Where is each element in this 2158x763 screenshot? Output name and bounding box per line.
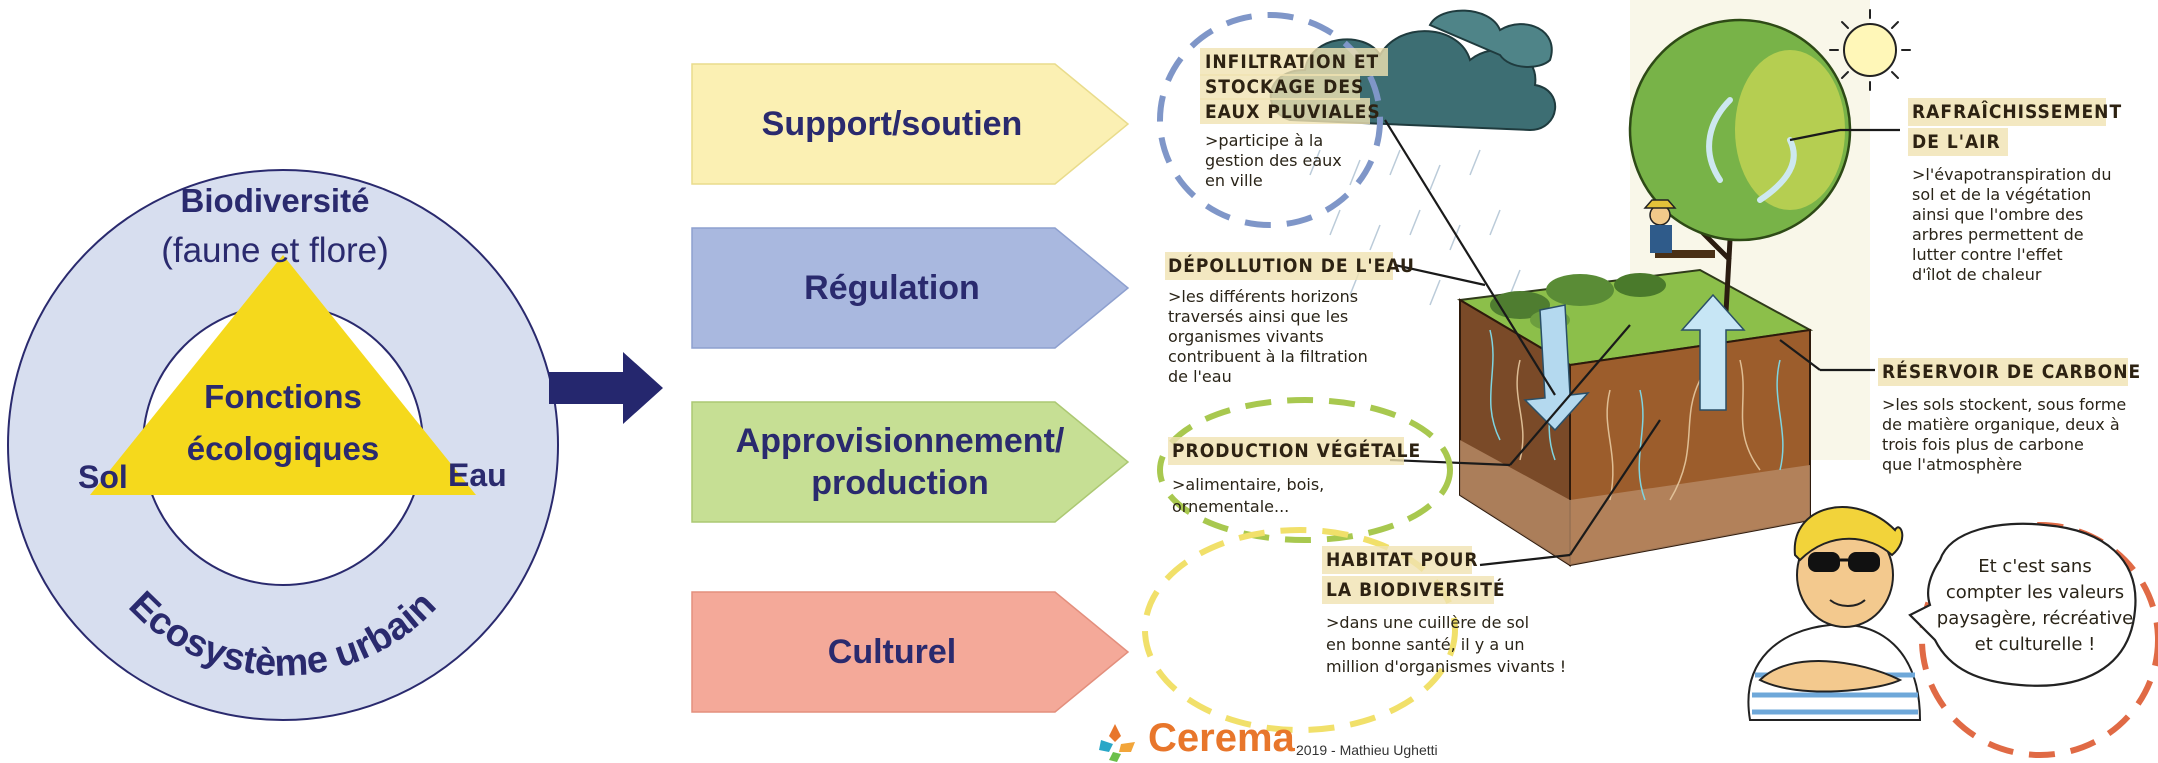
center-label-line2: écologiques	[187, 430, 380, 467]
depollution-title: DÉPOLLUTION DE L'EAU	[1168, 254, 1415, 277]
ecosystem-services-illustration: INFILTRATION ET STOCKAGE DES EAUX PLUVIA…	[1140, 0, 2158, 758]
provisioning-arrow-label: Approvisionnement/ production	[735, 422, 1065, 502]
infiltration-title-2: STOCKAGE DES	[1205, 76, 1364, 98]
production-title: PRODUCTION VÉGÉTALE	[1172, 439, 1421, 462]
infiltration-desc-1: >participe à la	[1205, 131, 1323, 150]
depollution-desc-1: >les différents horizons	[1168, 287, 1358, 306]
carbon-desc-2: de matière organique, deux à	[1882, 415, 2120, 434]
ecological-functions-triangle	[90, 255, 476, 495]
depollution-desc-3: organismes vivants	[1168, 327, 1324, 346]
service-arrows	[691, 63, 1130, 713]
sun-icon	[1829, 9, 1911, 91]
person-on-bench-icon	[1643, 199, 1715, 258]
support-arrow-shape	[691, 63, 1130, 185]
character-with-sunglasses-icon	[1747, 506, 1922, 721]
cooling-title-2: DE L'AIR	[1912, 131, 2001, 153]
water-label: Eau	[448, 457, 507, 493]
infiltration-dashed-circle	[1157, 12, 1383, 228]
cooling-desc-4: arbres permettent de	[1912, 225, 2084, 244]
regulation-arrow-shape	[691, 227, 1130, 349]
carbon-desc-1: >les sols stockent, sous forme	[1882, 395, 2126, 414]
soil-subsoil-layer	[1460, 440, 1810, 565]
cooling-desc-2: sol et de la végétation	[1912, 185, 2091, 204]
evaporation-arrows-icon	[1706, 97, 1797, 203]
support-arrow-label: Support/soutien	[761, 105, 1023, 143]
carbon-title: RÉSERVOIR DE CARBONE	[1882, 360, 2141, 383]
production-desc-2: ornementale...	[1172, 497, 1289, 516]
credit-text: 2019 - Mathieu Ughetti	[1296, 742, 1438, 758]
speech-line-1: Et c'est sans	[1978, 556, 2091, 577]
carbon-desc-3: trois fois plus de carbone	[1882, 435, 2084, 454]
infiltration-arrow-icon	[1523, 304, 1590, 432]
speech-bubble	[1908, 522, 2137, 687]
regulation-arrow-label: Régulation	[804, 269, 980, 307]
cooling-desc-6: d'îlot de chaleur	[1912, 265, 2042, 284]
habitat-title-1: HABITAT POUR	[1326, 549, 1479, 571]
depollution-desc-4: contribuent à la filtration	[1168, 347, 1368, 366]
habitat-title-2: LA BIODIVERSITÉ	[1326, 578, 1506, 601]
cooling-title-1: RAFRAÎCHISSEMENT	[1912, 100, 2122, 123]
center-label-line1: Fonctions	[204, 378, 362, 415]
habitat-dashed-circle	[1142, 527, 1458, 733]
soil-label: Sol	[78, 459, 128, 495]
infiltration-desc-2: gestion des eaux	[1205, 151, 1342, 170]
speech-line-3: paysagère, récréative	[1937, 608, 2133, 629]
cooling-desc-1: >l'évapotranspiration du	[1912, 165, 2111, 184]
speech-line-2: compter les valeurs	[1946, 582, 2124, 603]
carbon-desc-4: que l'atmosphère	[1882, 455, 2022, 474]
habitat-desc-2: en bonne santé, il y a un	[1326, 635, 1525, 654]
cultural-arrow-label: Culturel	[827, 633, 957, 671]
infiltration-title-3: EAUX PLUVIALES	[1205, 101, 1381, 123]
infiltration-title-1: INFILTRATION ET	[1205, 51, 1379, 73]
biodiversity-label: Biodiversité	[181, 182, 370, 219]
cooling-desc-3: ainsi que l'ombre des	[1912, 205, 2083, 224]
fauna-flora-label: (faune et flore)	[161, 231, 389, 270]
infiltration-desc-3: en ville	[1205, 171, 1263, 190]
air-cooling-arrow-icon	[1680, 293, 1746, 411]
speech-line-4: et culturelle !	[1975, 634, 2096, 655]
cooling-desc-5: lutter contre l'effet	[1912, 245, 2063, 264]
production-desc-1: >alimentaire, bois,	[1172, 475, 1324, 494]
depollution-desc-2: traversés ainsi que les	[1168, 307, 1348, 326]
production-dashed-circle	[1157, 397, 1453, 543]
provisioning-arrow-shape	[691, 401, 1130, 523]
depollution-desc-5: de l'eau	[1168, 367, 1232, 386]
cultural-arrow-shape	[691, 591, 1130, 713]
cerema-logo-text: Cerema	[1148, 716, 1295, 760]
cerema-logo-icon	[1099, 724, 1135, 762]
habitat-desc-1: >dans une cuillère de sol	[1326, 613, 1529, 632]
rain-streaks	[1309, 149, 1521, 306]
ecosystem-diagram: Biodiversité (faune et flore) Fonctions …	[7, 169, 559, 721]
tree-icon	[1628, 18, 1852, 331]
habitat-desc-3: million d'organismes vivants !	[1326, 657, 1566, 676]
right-arrow-icon	[549, 352, 663, 424]
